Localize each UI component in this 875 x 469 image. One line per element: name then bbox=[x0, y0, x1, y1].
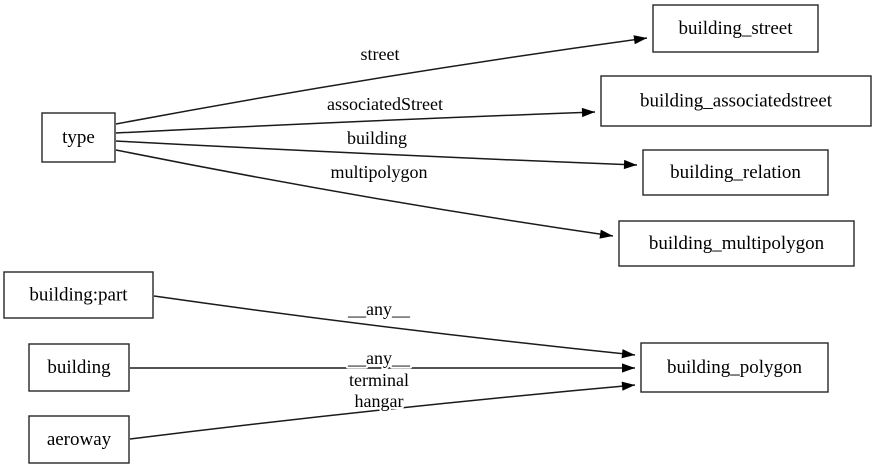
edge-line bbox=[115, 149, 614, 237]
edge-label-text: associatedStreet bbox=[327, 94, 443, 114]
arrowhead-icon bbox=[622, 363, 635, 373]
edge-line bbox=[115, 111, 596, 134]
node-box[interactable] bbox=[618, 220, 855, 267]
edge-type-to-building_associatedstreet bbox=[115, 107, 596, 134]
edge-type-to-building_multipolygon bbox=[115, 149, 614, 239]
arrowhead-icon bbox=[633, 35, 647, 45]
edge-line bbox=[115, 37, 648, 125]
edge-label-text: terminal bbox=[349, 370, 409, 390]
arrowhead-icon bbox=[599, 229, 613, 239]
node-label: building bbox=[47, 357, 111, 378]
node-box[interactable] bbox=[28, 343, 130, 392]
edge-label-halo: __any__ bbox=[347, 299, 411, 319]
arrowhead-icon bbox=[581, 107, 595, 118]
edge-label-text: street bbox=[361, 44, 400, 64]
node-label: building_relation bbox=[670, 162, 801, 183]
node-box[interactable] bbox=[642, 149, 829, 196]
arrowhead-icon bbox=[621, 381, 635, 391]
arrowhead-icon bbox=[621, 349, 635, 359]
edge-label-halo: street bbox=[361, 44, 400, 64]
edge-line bbox=[115, 140, 638, 166]
edge-label-text: multipolygon bbox=[330, 162, 427, 182]
edge-type-to-building_relation bbox=[115, 140, 638, 170]
node-box[interactable] bbox=[600, 75, 872, 127]
edge-label-halo: multipolygon bbox=[330, 162, 427, 182]
node-label: building_multipolygon bbox=[649, 233, 825, 254]
edge-line bbox=[153, 295, 636, 356]
node-box[interactable] bbox=[41, 112, 116, 163]
edge-label-halo: hangar bbox=[355, 391, 404, 411]
edge-label-text: hangar bbox=[355, 391, 404, 411]
edge-building-to-building_polygon bbox=[130, 363, 635, 373]
edge-label-building-to-building_polygon: __any____any__ bbox=[345, 346, 413, 370]
nodes-layer: type building_street building_associatedst… bbox=[3, 4, 872, 464]
edge-label-text: __any__ bbox=[347, 348, 411, 368]
edge-type-to-building_street bbox=[115, 35, 648, 125]
edge-building_part-to-building_polygon bbox=[153, 295, 636, 359]
node-label: building_associatedstreet bbox=[640, 90, 833, 111]
edge-label-halo: __any__ bbox=[347, 348, 411, 368]
edge-label-halo: associatedStreet bbox=[327, 94, 443, 114]
edges-layer bbox=[115, 35, 648, 440]
edge-label-text: building bbox=[347, 128, 407, 148]
edge-line bbox=[129, 384, 636, 440]
edge-label-text: __any__ bbox=[347, 299, 411, 319]
node-building_part[interactable]: building:part bbox=[3, 271, 154, 319]
node-building_street[interactable]: building_street bbox=[652, 4, 819, 53]
edge-label-halo: terminal bbox=[349, 370, 409, 390]
node-label: type bbox=[62, 127, 95, 148]
node-aeroway[interactable]: aeroway bbox=[28, 415, 130, 464]
edge-label-building_part-to-building_polygon: __any____any__ bbox=[345, 297, 413, 321]
node-label: building:part bbox=[29, 284, 128, 305]
node-building_polygon[interactable]: building_polygon bbox=[640, 342, 829, 393]
node-label: aeroway bbox=[47, 429, 112, 450]
edge-label-halo: building bbox=[347, 128, 407, 148]
node-box[interactable] bbox=[28, 415, 130, 464]
node-building[interactable]: building bbox=[28, 343, 130, 392]
node-box[interactable] bbox=[652, 4, 819, 53]
node-building_associatedstreet[interactable]: building_associatedstreet bbox=[600, 75, 872, 127]
edge-aeroway-to-building_polygon bbox=[129, 381, 636, 440]
node-box[interactable] bbox=[3, 271, 154, 319]
arrowhead-icon bbox=[623, 159, 637, 170]
node-box[interactable] bbox=[640, 342, 829, 393]
node-building_multipolygon[interactable]: building_multipolygon bbox=[618, 220, 855, 267]
node-building_relation[interactable]: building_relation bbox=[642, 149, 829, 196]
node-label: building_polygon bbox=[667, 357, 803, 378]
node-type[interactable]: type bbox=[41, 112, 116, 163]
node-label: building_street bbox=[679, 18, 794, 39]
